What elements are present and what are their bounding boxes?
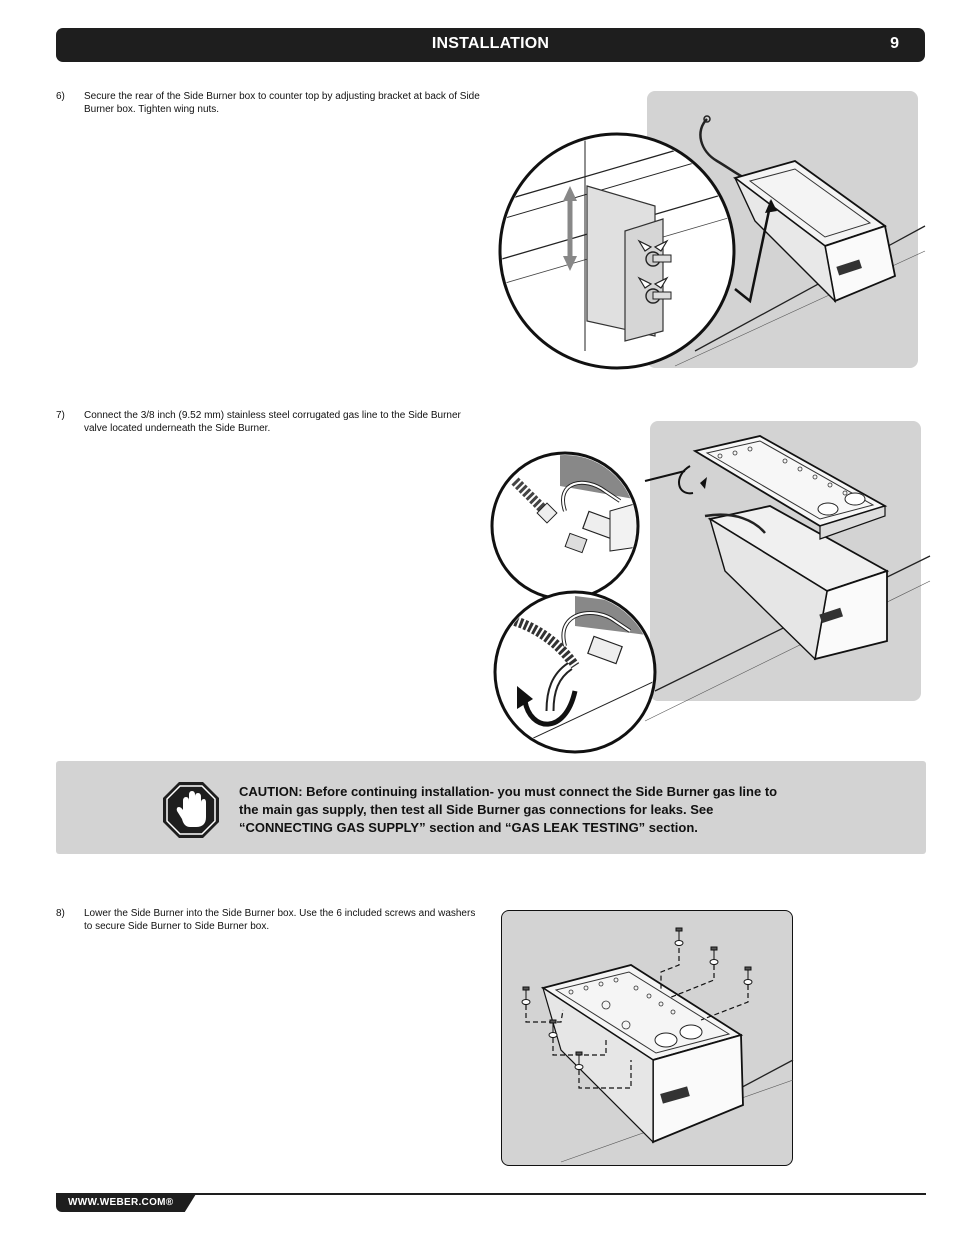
figure-7-illustration xyxy=(490,435,931,754)
page-number: 9 xyxy=(890,35,899,52)
figure-6-illustration xyxy=(498,115,926,370)
step-text: Lower the Side Burner into the Side Burn… xyxy=(84,908,476,932)
step-text: Connect the 3/8 inch (9.52 mm) stainless… xyxy=(84,410,461,434)
footer-url: WWW.WEBER.COM® xyxy=(68,1197,174,1208)
step-text: Secure the rear of the Side Burner box t… xyxy=(84,91,480,115)
step-number: 8) xyxy=(56,908,65,919)
caution-text: CAUTION: Before continuing installation-… xyxy=(239,784,778,835)
step-number: 7) xyxy=(56,410,65,421)
section-title: INSTALLATION xyxy=(431,35,550,52)
footer-url-tab: WWW.WEBER.COM® xyxy=(56,1194,196,1212)
caution-box: CAUTION: Before continuing installation-… xyxy=(56,761,926,854)
stop-hand-icon xyxy=(163,782,219,838)
footer-rule xyxy=(56,1193,926,1195)
step-number: 6) xyxy=(56,91,65,102)
figure-8-illustration xyxy=(521,927,794,1163)
page-header: INSTALLATION 9 xyxy=(56,28,925,62)
